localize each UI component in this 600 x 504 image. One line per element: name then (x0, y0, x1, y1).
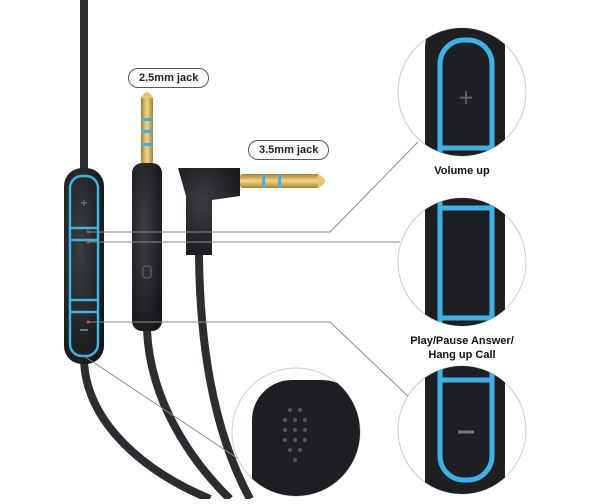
volume-up-caption: Volume up (434, 165, 490, 177)
zoom-volume-down (397, 365, 527, 495)
jack-35mm-label: 3.5mm jack (248, 140, 330, 160)
play-pause-caption-line2: Hang up Call (428, 349, 496, 361)
zoom-play-pause (397, 197, 527, 327)
plus-icon: + (458, 85, 475, 109)
plug-25mm (132, 92, 162, 331)
microphone-grille-icon (283, 408, 307, 462)
callout-lines (83, 141, 419, 461)
play-pause-caption-line1: Play/Pause Answer/ (410, 335, 514, 347)
jack-25mm-label: 2.5mm jack (128, 68, 210, 88)
cable-25 (143, 329, 233, 502)
zoom-microphone (231, 367, 361, 497)
cable-lower (80, 359, 212, 503)
inline-remote: + (64, 168, 104, 364)
plug-35mm (178, 168, 325, 255)
play-pause-caption: Play/Pause Answer/ Hang up Call (396, 334, 528, 362)
cable-35 (195, 254, 254, 501)
svg-text:+: + (80, 198, 88, 209)
